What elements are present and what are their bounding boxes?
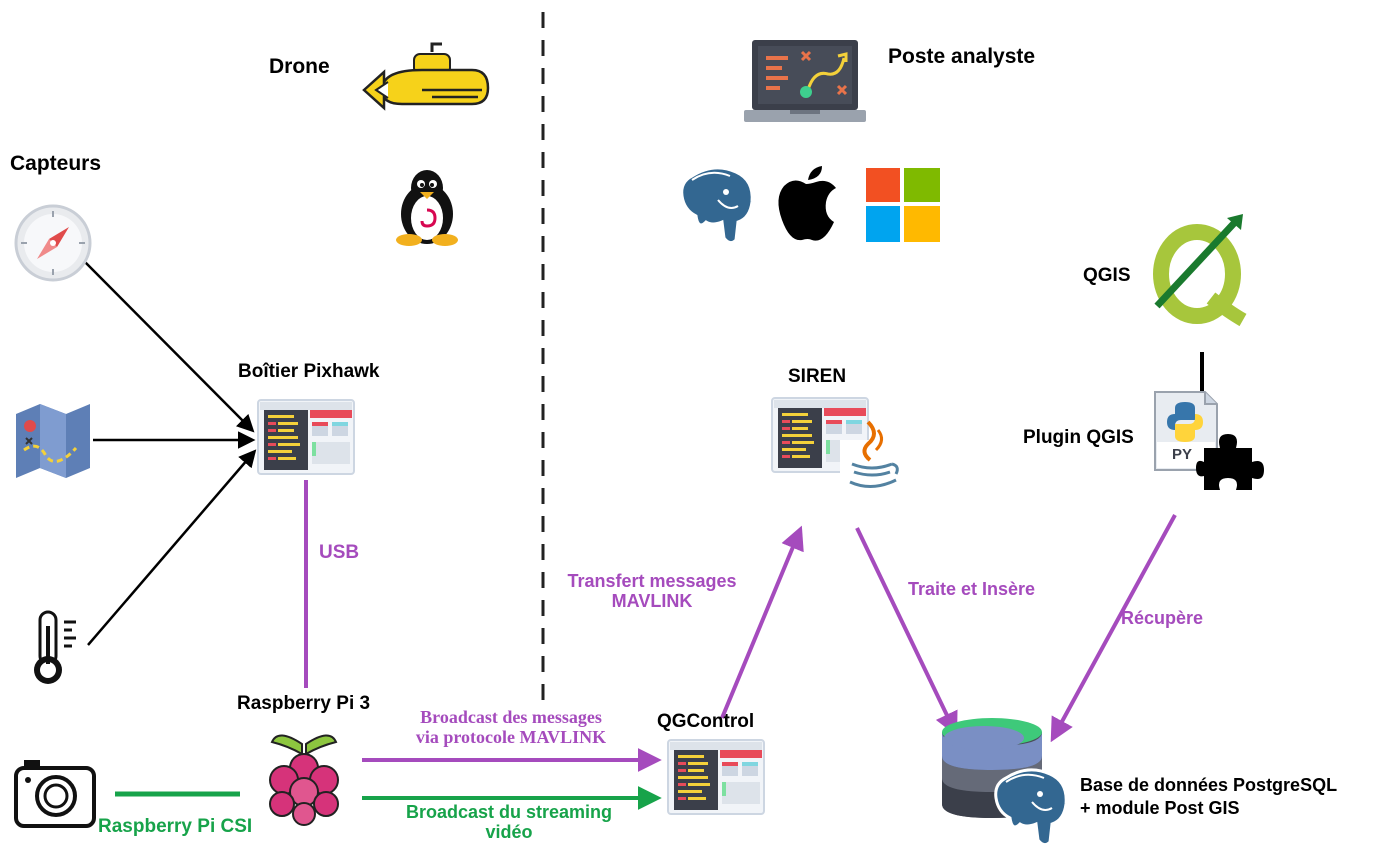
broadcast-video-line-1: Broadcast du streaming bbox=[405, 802, 613, 822]
postgresql-elephant-icon bbox=[680, 166, 754, 245]
siren-label: SIREN bbox=[788, 366, 847, 387]
broadcast-messages-line-1: Broadcast des messages bbox=[420, 707, 602, 727]
recupere-label: Récupère bbox=[1121, 608, 1204, 628]
postgresql-elephant-db-icon bbox=[994, 768, 1068, 847]
raspberry-pi-icon bbox=[269, 734, 339, 826]
raspberry-csi-label: Raspberry Pi CSI bbox=[98, 816, 253, 837]
usb-label: USB bbox=[319, 542, 360, 563]
pixhawk-app-window-icon bbox=[257, 399, 355, 475]
plugin-label: Plugin QGIS bbox=[1023, 427, 1134, 448]
qgis-icon bbox=[1153, 214, 1247, 327]
map-icon bbox=[16, 404, 90, 478]
arrow-compass-to-pixhawk bbox=[84, 261, 255, 433]
database-label: Base de données PostgreSQL + module Post… bbox=[1080, 774, 1337, 819]
thermometer-icon bbox=[34, 610, 76, 684]
camera-icon bbox=[14, 760, 96, 828]
windows-icon bbox=[866, 168, 940, 242]
arrow-transfert-mavlink bbox=[720, 525, 804, 719]
database-line-2: + module Post GIS bbox=[1080, 797, 1240, 818]
raspberry-label: Raspberry Pi 3 bbox=[237, 693, 371, 714]
pixhawk-label: Boîtier Pixhawk bbox=[238, 361, 380, 382]
database-line-1: Base de données PostgreSQL bbox=[1080, 775, 1338, 795]
poste-label: Poste analyste bbox=[888, 45, 1036, 68]
arrow-recupere bbox=[1050, 514, 1177, 743]
transfert-line-1: Transfert messages bbox=[567, 571, 737, 591]
transfert-label: Transfert messages MAVLINK bbox=[556, 571, 748, 612]
transfert-line-2: MAVLINK bbox=[611, 590, 693, 611]
apple-icon bbox=[778, 166, 836, 241]
qgcontrol-label: QGControl bbox=[657, 711, 755, 732]
linux-tux-icon bbox=[396, 170, 458, 246]
broadcast-video-line-2: vidéo bbox=[485, 821, 533, 842]
broadcast-video-label: Broadcast du streaming vidéo bbox=[394, 802, 624, 843]
broadcast-messages-label: Broadcast des messages via protocole MAV… bbox=[396, 707, 626, 748]
submarine-drone-icon bbox=[362, 42, 490, 111]
drone-label: Drone bbox=[269, 55, 330, 78]
compass-icon bbox=[14, 204, 92, 282]
python-badge: PY bbox=[1172, 446, 1193, 463]
capteurs-label: Capteurs bbox=[10, 152, 102, 175]
qgcontrol-app-window-icon bbox=[667, 739, 765, 815]
laptop-icon bbox=[744, 40, 866, 122]
java-icon bbox=[840, 420, 902, 498]
broadcast-messages-line-2: via protocole MAVLINK bbox=[415, 726, 607, 747]
arrow-thermo-to-pixhawk bbox=[87, 449, 257, 646]
traite-label: Traite et Insère bbox=[908, 579, 1036, 599]
puzzle-piece-icon bbox=[1196, 434, 1264, 490]
qgis-label: QGIS bbox=[1083, 265, 1131, 286]
arrow-traite-insere bbox=[855, 527, 958, 737]
